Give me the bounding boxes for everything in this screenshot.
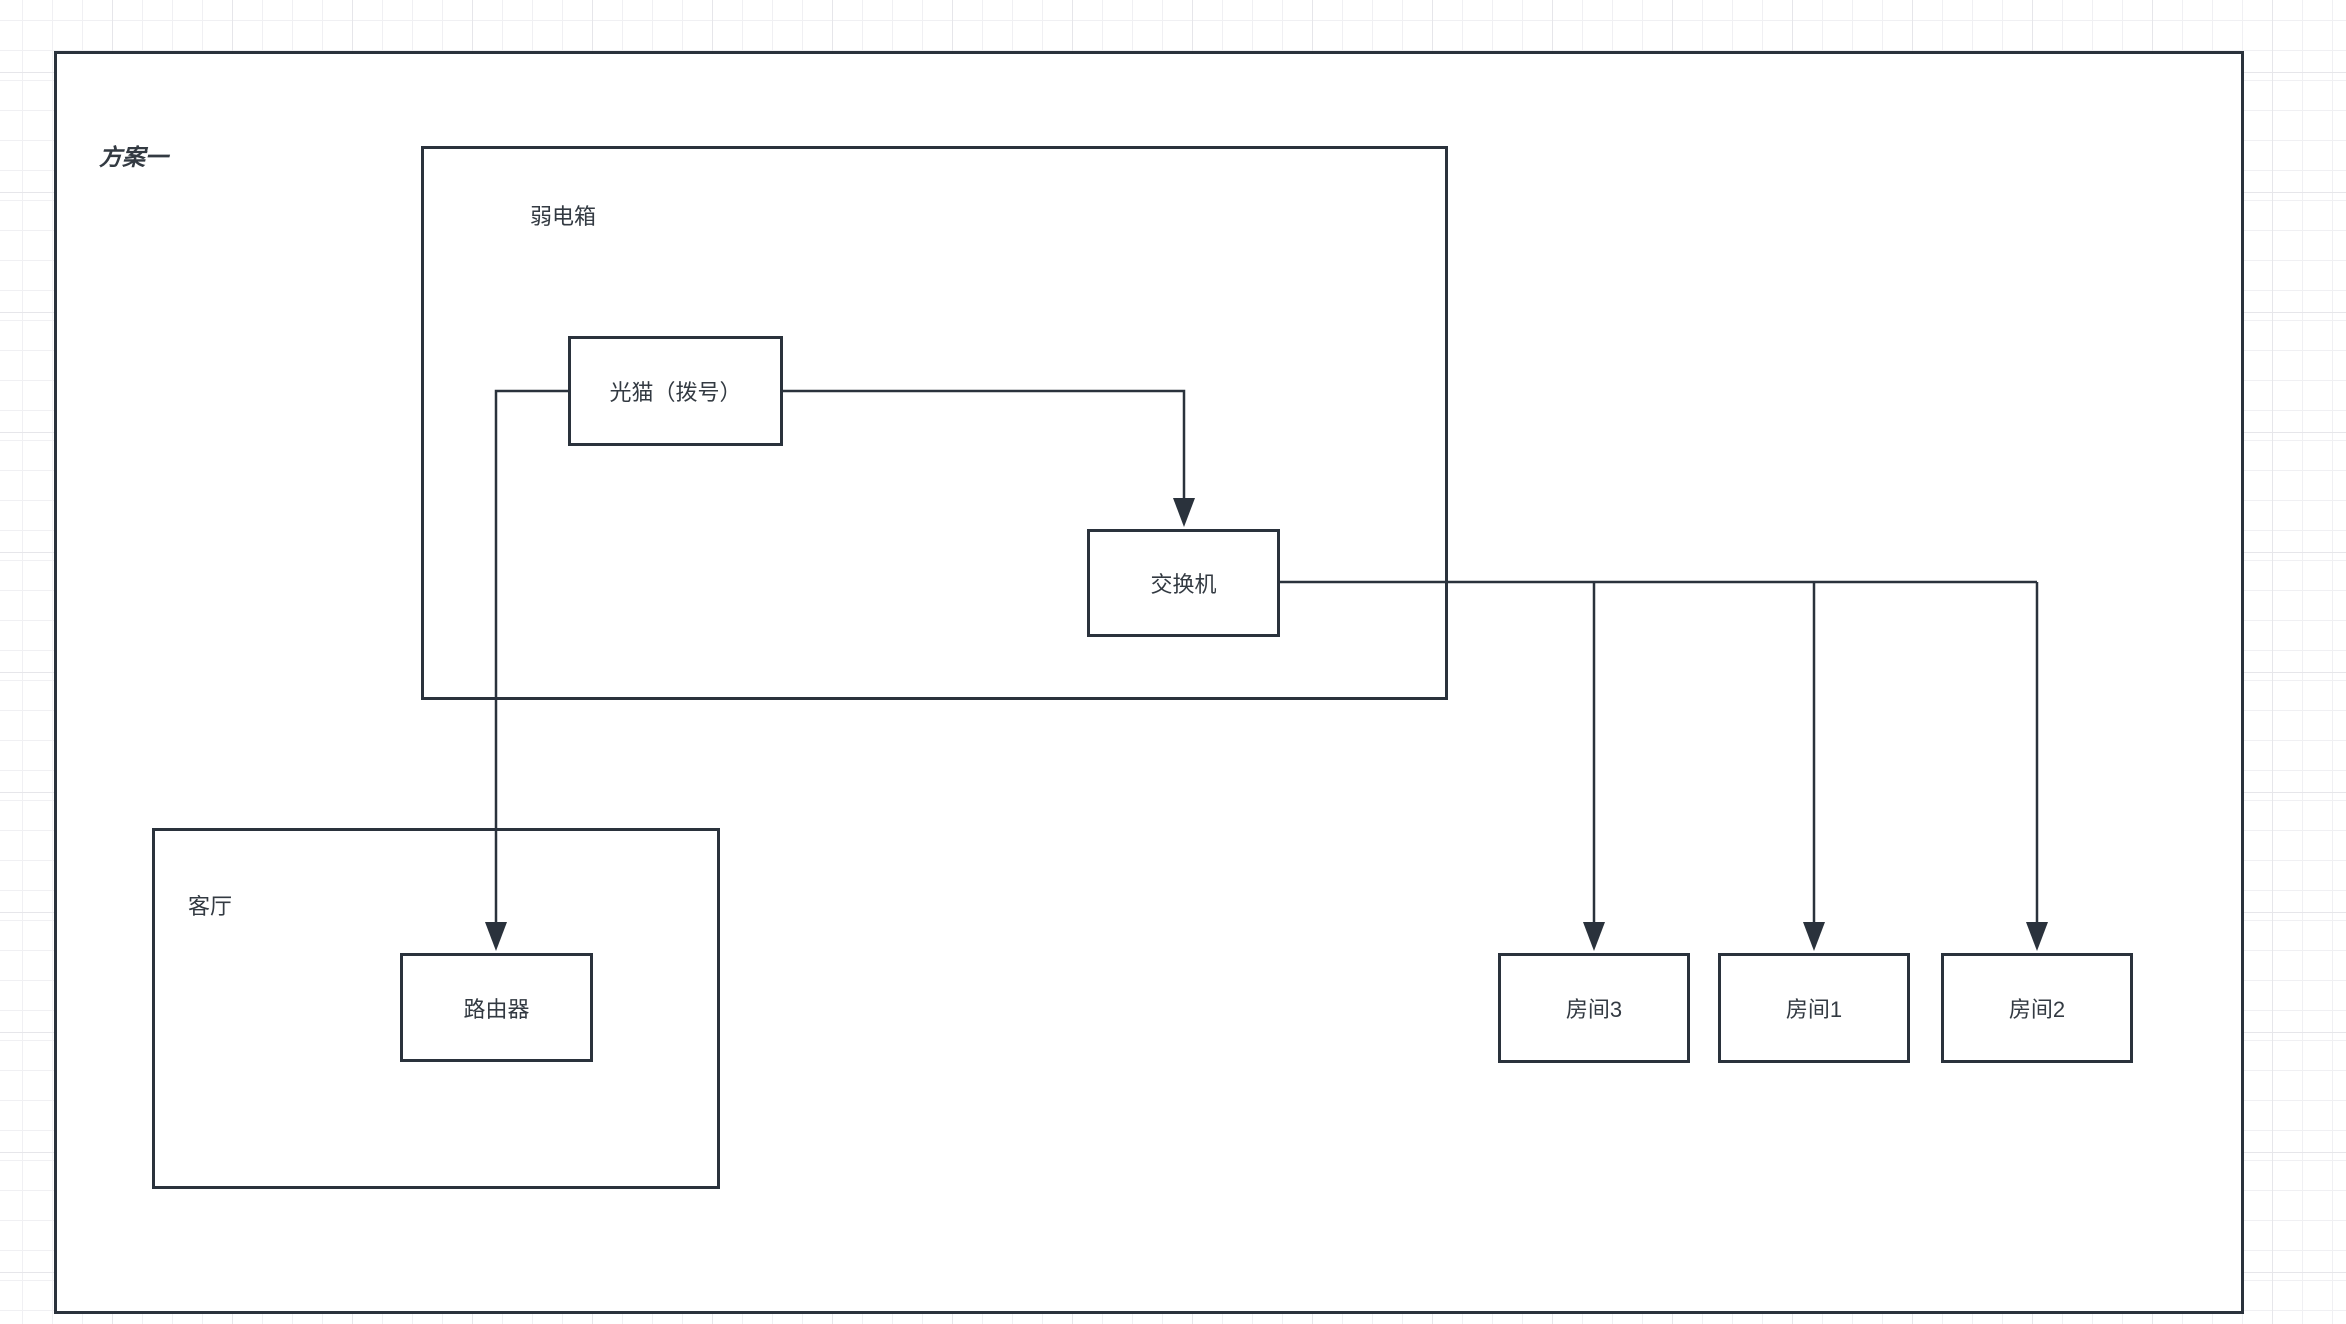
node-switch: 交换机 [1087, 529, 1280, 637]
node-modem: 光猫（拨号） [568, 336, 783, 446]
node-room3: 房间3 [1498, 953, 1690, 1063]
node-room1: 房间1 [1718, 953, 1910, 1063]
weak-current-box-label: 弱电箱 [530, 204, 597, 229]
plan-title: 方案一 [99, 144, 168, 170]
node-router: 路由器 [400, 953, 593, 1062]
node-switch-label: 交换机 [1150, 572, 1217, 597]
node-room1-label: 房间1 [1785, 997, 1843, 1022]
living-room-label: 客厅 [188, 894, 233, 919]
node-router-label: 路由器 [463, 996, 530, 1022]
node-room2-label: 房间2 [2008, 997, 2066, 1022]
node-room2: 房间2 [1941, 953, 2133, 1063]
node-modem-label: 光猫（拨号） [609, 380, 742, 405]
node-room3-label: 房间3 [1565, 997, 1623, 1022]
